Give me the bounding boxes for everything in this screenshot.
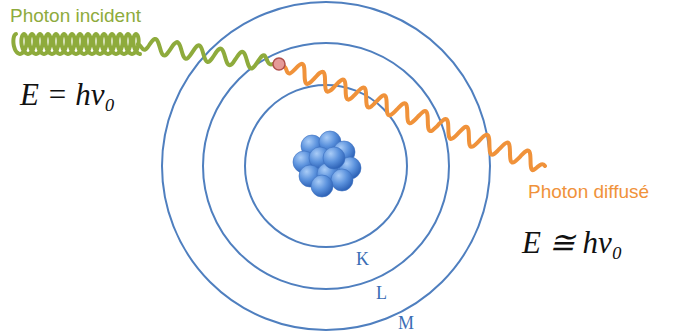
incident-photon-wave [138, 39, 273, 69]
incident-label: Photon incident [10, 6, 141, 27]
scattered-label: Photon diffusé [528, 182, 649, 203]
energy-formula: E = hν₀ [20, 78, 115, 112]
electron [273, 58, 285, 70]
nucleon [331, 169, 353, 191]
incident-photon-wave [13, 34, 140, 54]
nucleon [311, 175, 333, 197]
shell-label: K [356, 250, 369, 270]
shell-label: M [398, 314, 414, 334]
shell-k [245, 85, 407, 247]
shell-label: L [376, 284, 387, 304]
scattered-photon-wave [284, 64, 545, 170]
shell-m [162, 2, 490, 330]
energy-formula: E ≅ hν₀ [522, 226, 622, 260]
nucleon [323, 147, 345, 169]
nucleus [293, 131, 361, 197]
